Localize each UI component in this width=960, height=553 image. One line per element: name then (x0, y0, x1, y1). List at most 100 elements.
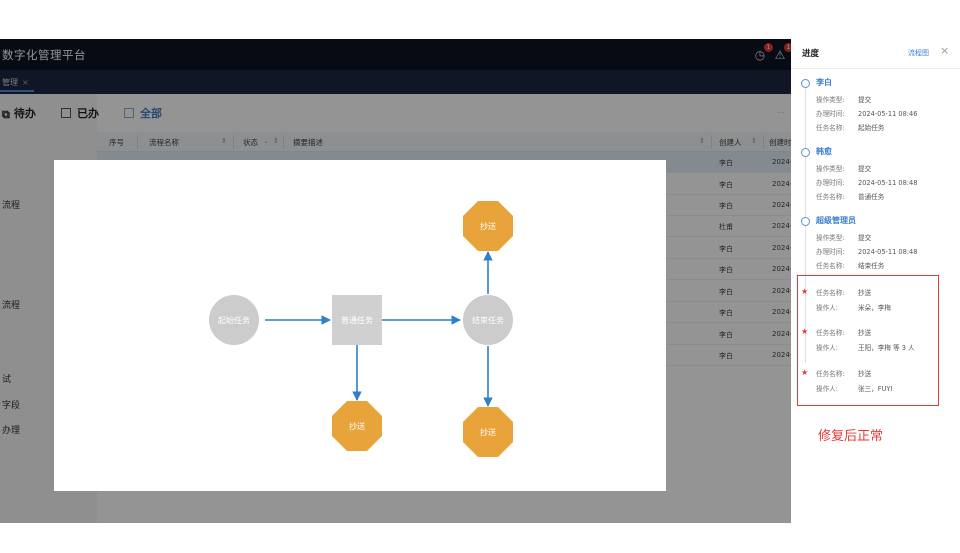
table-header: 序号 流程名称 ⇕ 状态 ⌄ ⇕ 摘要描述 ⇕ 创建人 ⇕ 创建时 (97, 132, 791, 152)
column-divider (763, 135, 764, 149)
cell-creator: 李白 (719, 331, 733, 339)
sort-icon[interactable]: ⇕ (221, 137, 227, 145)
step-type: 操作类型:提交 (816, 96, 872, 104)
step-operator: 超级管理员 (816, 216, 856, 225)
step-task: 任务名称:普通任务 (816, 193, 885, 201)
cell-date: 2024-4 (772, 265, 791, 273)
cell-creator: 杜甫 (719, 223, 733, 231)
cell-creator: 李白 (719, 309, 733, 317)
flow-chart: 起始任务 普通任务 结束任务 抄送 抄送 抄送 (209, 201, 513, 457)
cc-task: 任务名称:抄送 (816, 289, 872, 297)
step-task: 任务名称:结束任务 (816, 262, 885, 270)
cell-creator: 李白 (719, 202, 733, 210)
toolbar-hint: ⋯ (777, 108, 785, 117)
cell-creator: 李白 (719, 266, 733, 274)
cell-date: 2024-4 (772, 351, 791, 359)
column-divider (283, 135, 284, 149)
step-operator: 韩愈 (816, 147, 832, 156)
tab-process-management[interactable]: 管理 × (0, 73, 34, 92)
cell-date: 2024-4 (772, 287, 791, 295)
star-icon: ★ (801, 368, 809, 377)
cc-task: 任务名称:抄送 (816, 329, 872, 337)
panel-divider (791, 68, 960, 69)
top-bar: 数字化管理平台 ◷ 1 ⚠ 1 (0, 39, 791, 70)
tab-all-label: 全部 (140, 107, 162, 120)
alarm-clock-icon[interactable]: ◷ 1 (752, 43, 773, 63)
header-creator[interactable]: 创建人 (719, 138, 742, 147)
todo-icon: ⧉ (2, 108, 10, 121)
timeline-dot-icon (801, 79, 810, 88)
step-type: 操作类型:提交 (816, 234, 872, 242)
sort-icon[interactable]: ⇕ (751, 137, 757, 145)
step-type: 操作类型:提交 (816, 165, 872, 173)
filter-icon[interactable]: ⌄ (263, 137, 269, 145)
cc-operators: 操作人:米朵，李梅 (816, 304, 891, 312)
timeline-dot-icon (801, 148, 810, 157)
node-normal-label: 普通任务 (341, 315, 373, 325)
warning-icon[interactable]: ⚠ 1 (772, 43, 791, 63)
panel-title: 进度 (802, 49, 820, 59)
tab-done-label: 已办 (77, 107, 99, 120)
app-title: 数字化管理平台 (2, 48, 86, 62)
list-icon (124, 108, 134, 118)
node-end[interactable]: 结束任务 (463, 295, 513, 345)
star-icon: ★ (801, 287, 809, 296)
column-divider (137, 135, 138, 149)
cell-creator: 李白 (719, 288, 733, 296)
cc-task: 任务名称:抄送 (816, 370, 872, 378)
cell-date: 2024-5 (772, 158, 791, 166)
sidebar-item[interactable]: 办理 (2, 426, 21, 436)
node-normal[interactable]: 普通任务 (332, 295, 382, 345)
tab-label: 管理 (2, 78, 18, 87)
step-time: 办理时间:2024-05-11 08:48 (816, 179, 918, 187)
node-end-label: 结束任务 (472, 315, 504, 325)
column-divider (233, 135, 234, 149)
header-name[interactable]: 流程名称 (149, 138, 179, 147)
header-status[interactable]: 状态 (243, 138, 258, 147)
progress-panel: 进度 流程图 × 李白 操作类型:提交 办理时间:2024-05-11 08:4… (791, 39, 960, 553)
header-summary[interactable]: 摘要描述 (293, 138, 323, 147)
sort-icon[interactable]: ⇕ (699, 137, 705, 145)
fix-note: 修复后正常 (818, 429, 884, 444)
cell-creator: 李白 (719, 245, 733, 253)
timeline-dot-icon (801, 217, 810, 226)
sidebar-item[interactable]: 流程 (2, 201, 21, 211)
checkbox-icon (61, 108, 71, 118)
cell-date: 2024-4 (772, 222, 791, 230)
header-created[interactable]: 创建时 (769, 138, 791, 147)
tab-all[interactable]: 全部 (124, 105, 162, 121)
flow-chart-link[interactable]: 流程图 (908, 49, 929, 57)
cc-highlight-box (797, 275, 939, 406)
cell-creator: 李白 (719, 181, 733, 189)
node-cc-top[interactable]: 抄送 (463, 201, 513, 251)
column-divider (711, 135, 712, 149)
sidebar-item[interactable]: 字段 (2, 401, 21, 411)
cell-date: 2024-5 (772, 201, 791, 209)
flow-chart-dialog: 起始任务 普通任务 结束任务 抄送 抄送 抄送 (54, 160, 666, 491)
node-cc-bottom-left[interactable]: 抄送 (332, 401, 382, 451)
cell-date: 2024-4 (772, 244, 791, 252)
header-index: 序号 (109, 138, 124, 147)
tab-bar: 管理 × (0, 70, 791, 94)
node-start-label: 起始任务 (218, 315, 250, 325)
tab-todo-label: 待办 (13, 107, 36, 120)
step-task: 任务名称:起始任务 (816, 124, 885, 132)
cc-operators: 操作人:王阳，李梅 等 3 人 (816, 344, 915, 352)
node-start[interactable]: 起始任务 (209, 295, 259, 345)
tab-todo[interactable]: ⧉待办 (2, 105, 36, 121)
warning-badge: 1 (784, 43, 791, 52)
cell-date: 2024-4 (772, 308, 791, 316)
tab-close-icon[interactable]: × (22, 78, 29, 87)
close-icon[interactable]: × (940, 44, 950, 57)
sort-icon[interactable]: ⇕ (273, 137, 279, 145)
step-time: 办理时间:2024-05-11 08:46 (816, 110, 918, 118)
cell-date: 2024-4 (772, 330, 791, 338)
node-cc-top-label: 抄送 (480, 221, 496, 231)
cell-creator: 李白 (719, 352, 733, 360)
node-cc-bottom-left-label: 抄送 (349, 421, 365, 431)
sidebar-item[interactable]: 试 (2, 375, 12, 385)
sidebar-item[interactable]: 流程 (2, 301, 21, 311)
node-cc-bottom-right[interactable]: 抄送 (463, 407, 513, 457)
tab-done[interactable]: 已办 (61, 105, 99, 121)
